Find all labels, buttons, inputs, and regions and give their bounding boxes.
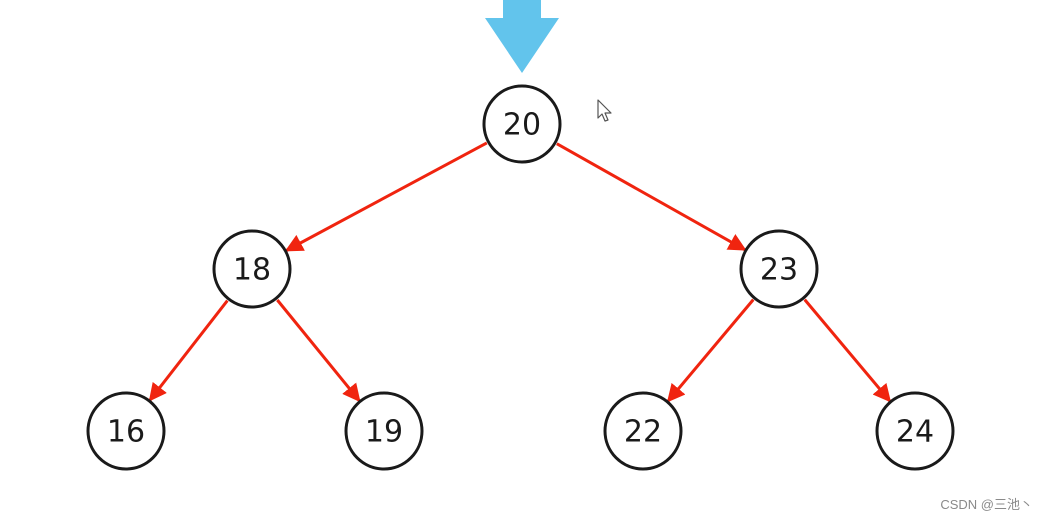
tree-node-22: 22 (603, 391, 683, 471)
edge-20-18 (284, 141, 488, 252)
tree-node-19: 19 (344, 391, 424, 471)
nodes: 20 18 23 16 19 22 24 (86, 84, 955, 471)
node-label: 20 (503, 108, 541, 143)
tree-node-24: 24 (875, 391, 955, 471)
tree-node-20: 20 (482, 84, 562, 164)
mouse-pointer-icon (597, 99, 612, 122)
node-circle (212, 229, 292, 309)
node-label: 19 (365, 415, 403, 450)
node-label: 24 (896, 415, 934, 450)
node-circle (603, 391, 683, 471)
node-circle (344, 391, 424, 471)
edge-23-22 (666, 298, 755, 403)
node-circle (482, 84, 562, 164)
tree-node-16: 16 (86, 391, 166, 471)
node-label: 22 (624, 415, 662, 450)
node-label: 16 (107, 415, 145, 450)
node-label: 23 (760, 253, 798, 288)
node-circle (739, 229, 819, 309)
tree-node-23: 23 (739, 229, 819, 309)
watermark: CSDN @三池丶 (940, 497, 1033, 512)
edge-20-23 (556, 142, 747, 252)
insert-arrow-icon (485, 0, 559, 73)
edges (148, 141, 892, 403)
node-circle (86, 391, 166, 471)
node-label: 18 (233, 253, 271, 288)
edge-18-19 (276, 299, 361, 403)
edge-23-24 (803, 298, 892, 403)
edge-18-16 (148, 299, 229, 402)
tree-node-18: 18 (212, 229, 292, 309)
node-circle (875, 391, 955, 471)
